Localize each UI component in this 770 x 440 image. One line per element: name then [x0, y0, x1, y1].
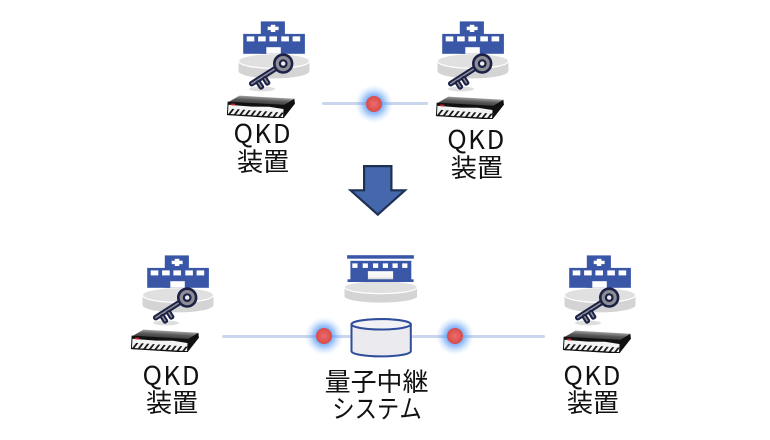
label-qkd-top-left: QKD 装置 [193, 119, 333, 174]
label-line-1: QKD [563, 355, 623, 393]
photon-dot-bottom-left [304, 316, 344, 356]
qkd-site-icon-top-right [435, 21, 511, 95]
label-line-2: 装置 [450, 147, 503, 185]
label-line-1: QKD [233, 114, 293, 151]
label-qkd-bottom-right: QKD 装置 [523, 355, 663, 420]
qkd-site-icon-bottom-right [562, 255, 638, 329]
quantum-link-line-bottom-left [221, 334, 351, 338]
label-qkd-top-right: QKD 装置 [407, 125, 547, 180]
quantum-link-line-bottom-right [411, 334, 545, 338]
down-arrow-icon [348, 164, 408, 217]
label-line-1: QKD [447, 120, 507, 157]
label-qkd-bottom-left: QKD 装置 [102, 355, 242, 420]
server-icon-bottom-left [130, 328, 201, 352]
label-line-2: 装置 [236, 141, 289, 179]
label-line-1: QKD [142, 355, 202, 393]
label-line-2: システム [331, 389, 422, 426]
server-icon-top-right [435, 95, 506, 119]
label-quantum-relay: 量子中継 システム [307, 361, 447, 426]
photon-dot-bottom-right [435, 316, 475, 356]
label-line-2: 装置 [566, 383, 619, 420]
qkd-site-icon-bottom-left [140, 255, 216, 329]
label-line-2: 装置 [145, 383, 198, 420]
qkd-site-icon-top-left [236, 21, 312, 95]
label-line-1: 量子中継 [324, 361, 429, 399]
photon-dot-top [354, 84, 394, 124]
server-icon-bottom-right [562, 329, 633, 353]
database-cylinder-icon [350, 317, 413, 359]
relay-building-icon [344, 255, 418, 303]
